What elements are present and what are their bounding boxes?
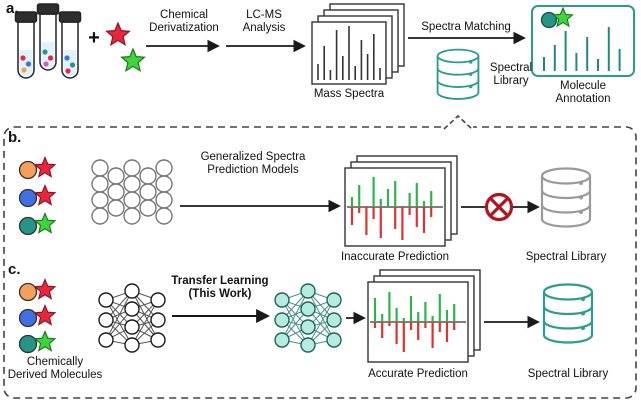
label-line-2: Annotation: [555, 93, 611, 105]
mass-spectra-stack: [311, 3, 405, 85]
inaccurate-prediction-stack: [344, 155, 458, 247]
molecule-teal-green: [18, 330, 56, 354]
accurate-prediction-stack: [367, 269, 481, 363]
molecule-blue-red: [18, 184, 56, 208]
label-line-1: LC-MS: [246, 9, 282, 21]
vial-1: [14, 11, 38, 79]
transfer-learning-label: Transfer Learning (This Work): [161, 275, 279, 301]
vial-3: [58, 11, 82, 79]
connector-chevron-icon: [443, 114, 473, 130]
panel-c-label: c.: [8, 261, 21, 278]
accurate-down-bars: [373, 322, 456, 352]
sample-vials-icon: [14, 3, 82, 79]
annotation-spectrum-bars: [543, 27, 621, 71]
red-star-icon: [105, 22, 131, 46]
label-line-1: Transfer Learning: [171, 275, 269, 287]
label-line-2: Prediction Models: [207, 164, 299, 176]
mass-spectra-label: Mass Spectra: [313, 88, 385, 100]
lcms-analysis-label: LC-MS Analysis: [222, 9, 306, 35]
molecule-orange-red: [18, 156, 56, 180]
spectral-library-label-b: Spectral Library: [525, 251, 607, 263]
molecules-b: [18, 156, 56, 236]
label-line-2: (This Work): [188, 288, 252, 300]
label-line-1: Chemically: [26, 356, 84, 368]
label-line-1: Molecule: [559, 80, 607, 92]
workflow-detail-box: [3, 126, 637, 399]
label-line-1: Generalized Spectra: [200, 151, 306, 163]
inaccurate-down-bars: [350, 207, 433, 240]
green-star-icon: [120, 48, 146, 72]
inaccurate-prediction-label: Inaccurate Prediction: [340, 251, 450, 263]
panel-b-label: b.: [8, 129, 22, 146]
label-line-2: Library: [493, 75, 529, 87]
label-line-1: Spectral: [489, 62, 533, 74]
finetuned-network-icon: [274, 283, 342, 353]
annotated-molecule-circle: [540, 11, 558, 29]
accurate-prediction-label: Accurate Prediction: [368, 368, 468, 380]
molecule-teal-green: [18, 212, 56, 236]
molecule-annotation-box: [531, 5, 635, 77]
model-label: Generalized Spectra Prediction Models: [178, 151, 328, 177]
chemical-derivatization-label: Chemical Derivatization: [142, 9, 226, 35]
spectral-library-label-a: Spectral Library: [482, 62, 540, 88]
label-line-2: Derived Molecules: [7, 369, 103, 381]
spectral-library-icon-a: [436, 48, 480, 100]
molecules-c: [18, 278, 56, 354]
chemically-derived-molecules-label: Chemically Derived Molecules: [0, 356, 110, 382]
molecule-annotation-label: Molecule Annotation: [532, 80, 634, 106]
spectra-matching-label: Spectra Matching: [421, 21, 511, 33]
label-line-2: Analysis: [242, 22, 286, 34]
pretrained-network-icon: [98, 283, 166, 353]
mass-spectrum-bars: [317, 26, 381, 80]
vial-2: [36, 3, 60, 71]
label-line-1: Chemical: [160, 9, 208, 21]
panel-a-label: a.: [6, 0, 19, 17]
spectral-library-icon-c: [542, 283, 594, 344]
rejected-cross-icon: [484, 192, 514, 222]
chevron-mask: [443, 124, 473, 130]
inaccurate-up-bars: [350, 177, 433, 207]
accurate-up-bars: [373, 292, 456, 322]
molecule-orange-red: [18, 278, 56, 302]
plus-sign: +: [88, 27, 100, 49]
generalized-model-network-icon: [91, 159, 173, 225]
molecule-blue-red: [18, 304, 56, 328]
spectral-library-label-c: Spectral Library: [527, 368, 609, 380]
label-line-2: Derivatization: [149, 22, 219, 34]
spectral-library-icon-b: [540, 167, 592, 228]
